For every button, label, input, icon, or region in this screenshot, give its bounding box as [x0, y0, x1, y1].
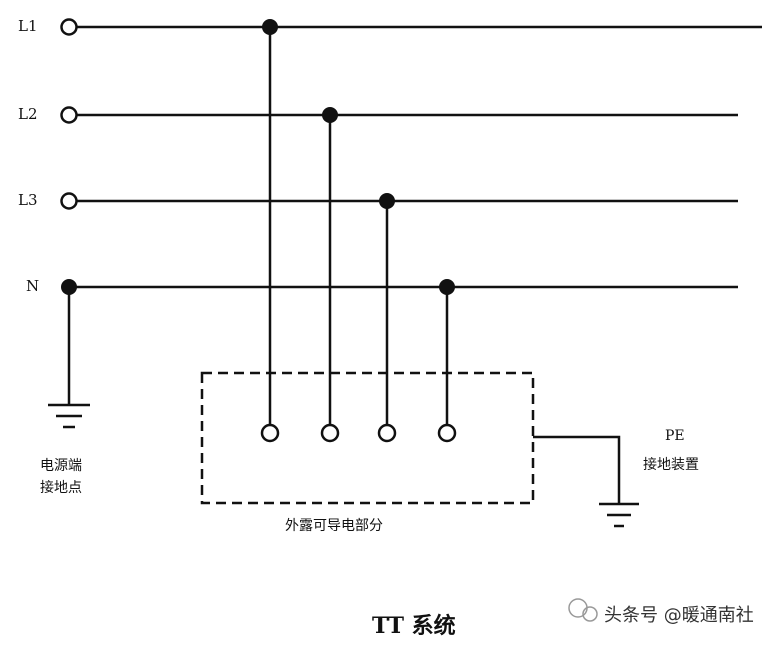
l2-junction-dot	[322, 107, 338, 123]
pe-ground-device-label: 接地装置	[643, 457, 699, 473]
enclosure-label: 外露可导电部分	[285, 518, 383, 534]
l1-label: L1	[18, 17, 38, 35]
n-label: N	[26, 277, 40, 295]
exposed-conductive-part-box	[200, 371, 535, 505]
enclosure-terminal-3	[377, 423, 397, 443]
pe-label: PE	[665, 428, 685, 444]
enclosure-terminal-1	[260, 423, 280, 443]
l2-label: L2	[18, 105, 38, 123]
diagram-title: TT 系统	[372, 613, 456, 639]
pe-wire	[533, 435, 621, 503]
watermark-logo-icon	[568, 598, 598, 622]
l1-terminal	[60, 18, 78, 36]
l3-label: L3	[18, 191, 38, 209]
n-junction-dot	[439, 279, 455, 295]
l1-junction-dot	[262, 19, 278, 35]
source-ground-label-line1: 电源端	[40, 458, 82, 474]
l2-terminal	[60, 106, 78, 124]
enclosure-terminal-4	[437, 423, 457, 443]
source-ground-label-line2: 接地点	[40, 480, 82, 496]
l3-junction-dot	[379, 193, 395, 209]
l3-terminal	[60, 192, 78, 210]
watermark-text: 头条号 @暖通南社	[604, 605, 754, 626]
n-terminal-dot	[61, 279, 77, 295]
enclosure-terminal-2	[320, 423, 340, 443]
